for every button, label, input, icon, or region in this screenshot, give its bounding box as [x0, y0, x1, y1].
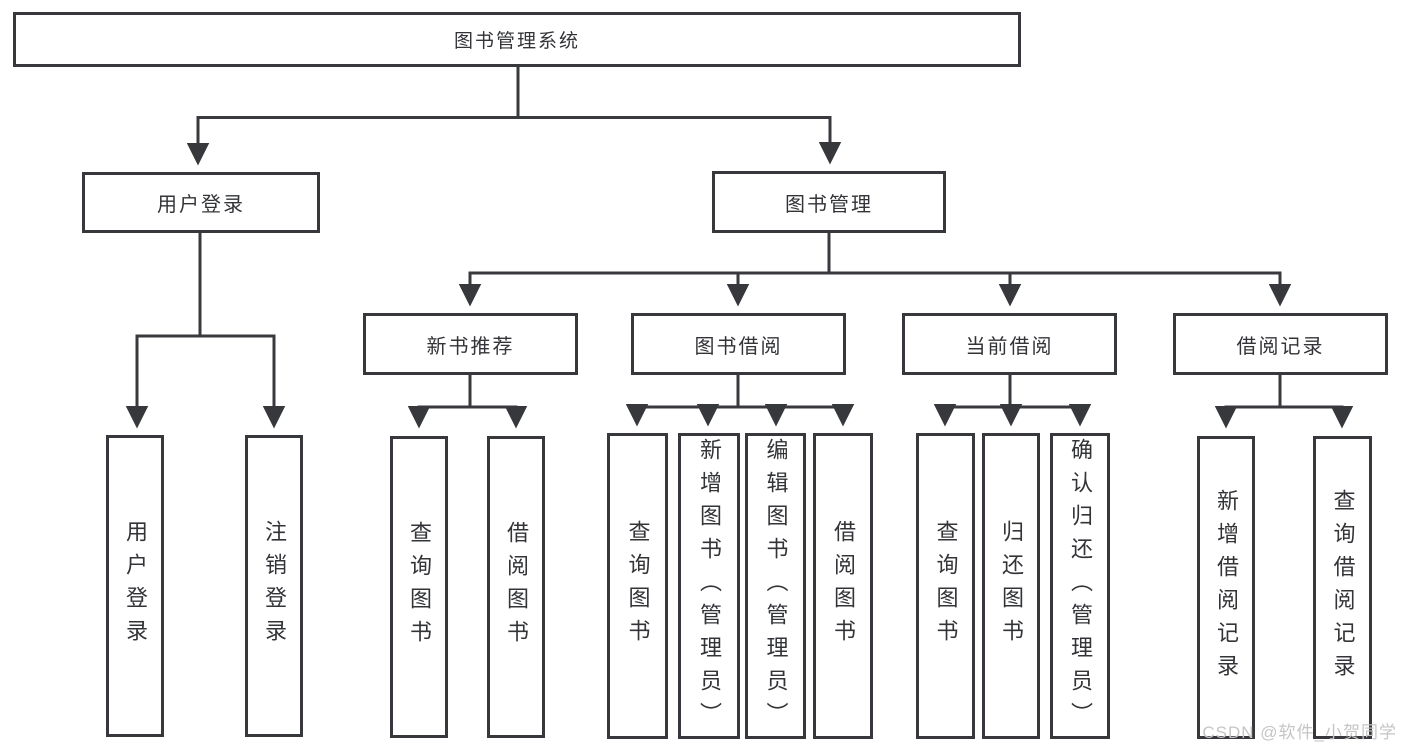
- leaf-query-books-borrowing: 查询图书: [607, 433, 668, 739]
- node-label: 借阅图书: [504, 521, 529, 653]
- node-label: 新书推荐: [426, 335, 515, 358]
- node-new-book-recommend: 新书推荐: [363, 313, 578, 375]
- leaf-confirm-return-admin: 确认归还（管理员）: [1050, 433, 1110, 739]
- leaf-borrow-books-borrowing: 借阅图书: [813, 433, 873, 739]
- node-label: 查询图书: [625, 520, 651, 652]
- leaf-query-borrow-record: 查询借阅记录: [1313, 436, 1372, 739]
- node-label: 查询图书: [407, 521, 432, 653]
- node-label: 借阅记录: [1236, 335, 1325, 358]
- node-label: 编辑图书（管理员）: [763, 437, 789, 735]
- leaf-borrow-books-recommend: 借阅图书: [487, 436, 545, 738]
- node-borrowing-records: 借阅记录: [1173, 313, 1388, 375]
- node-label: 用户登录: [157, 194, 245, 216]
- node-label: 图书管理: [785, 193, 873, 216]
- node-label: 确认归还（管理员）: [1068, 437, 1093, 735]
- leaf-query-books-current: 查询图书: [916, 433, 975, 739]
- node-user-login-branch: 用户登录: [82, 172, 320, 233]
- node-label: 查询借阅记录: [1330, 488, 1356, 687]
- leaf-user-login: 用户登录: [106, 435, 164, 737]
- node-label: 归还图书: [999, 520, 1024, 652]
- leaf-logout: 注销登录: [245, 435, 303, 737]
- node-book-borrowing: 图书借阅: [631, 313, 846, 375]
- leaf-add-books-admin: 新增图书（管理员）: [678, 433, 740, 739]
- node-label: 注销登录: [262, 520, 287, 652]
- csdn-watermark: CSDN @软件_小贺同学: [1202, 723, 1397, 742]
- node-label: 查询图书: [933, 520, 959, 652]
- leaf-query-books-recommend: 查询图书: [390, 436, 448, 738]
- node-label: 当前借阅: [965, 335, 1054, 358]
- node-label: 新增图书（管理员）: [697, 437, 722, 735]
- node-label: 图书管理系统: [453, 31, 580, 52]
- leaf-add-borrow-record: 新增借阅记录: [1197, 436, 1255, 739]
- node-current-borrowing: 当前借阅: [902, 313, 1117, 375]
- node-label: 图书借阅: [694, 335, 783, 358]
- node-library-management-system: 图书管理系统: [13, 12, 1021, 67]
- leaf-return-books: 归还图书: [982, 433, 1040, 739]
- connector-arrows: [125, 119, 1354, 429]
- node-label: 用户登录: [123, 520, 148, 652]
- node-label: 新增借阅记录: [1214, 488, 1239, 687]
- node-label: 借阅图书: [831, 520, 856, 652]
- node-book-management-branch: 图书管理: [712, 171, 946, 233]
- leaf-edit-books-admin: 编辑图书（管理员）: [745, 433, 806, 739]
